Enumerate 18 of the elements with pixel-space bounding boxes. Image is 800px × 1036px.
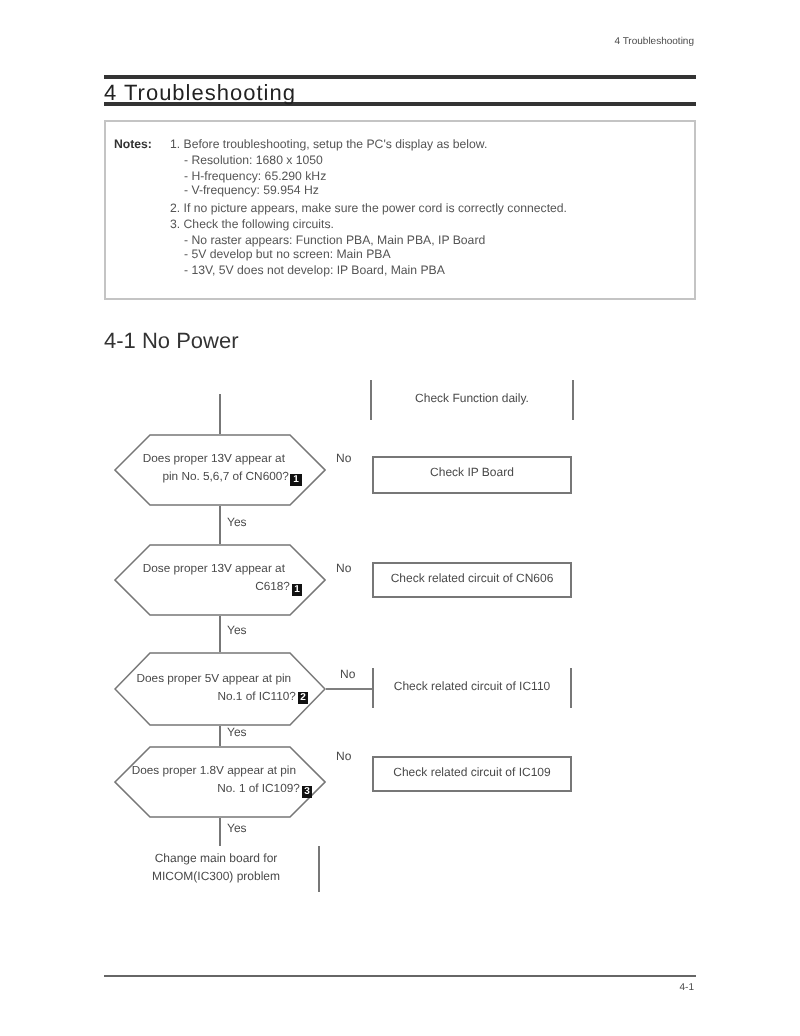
decision-node <box>114 434 326 506</box>
process-box <box>370 380 574 420</box>
process-box <box>372 668 572 708</box>
connector-line <box>219 615 221 653</box>
connector-line <box>219 817 221 847</box>
section-heading: 4-1 No Power <box>104 329 239 356</box>
connector-line <box>325 688 373 690</box>
connector-line <box>219 393 221 435</box>
connector-line <box>219 725 221 747</box>
decision-node <box>114 652 326 726</box>
notes-box <box>104 120 696 300</box>
page-title: 4 Troubleshooting <box>104 81 296 108</box>
process-box <box>372 562 572 598</box>
connector-line <box>219 505 221 545</box>
decision-node <box>114 746 326 818</box>
process-box <box>372 456 572 494</box>
process-box <box>372 756 572 792</box>
decision-node <box>114 544 326 616</box>
